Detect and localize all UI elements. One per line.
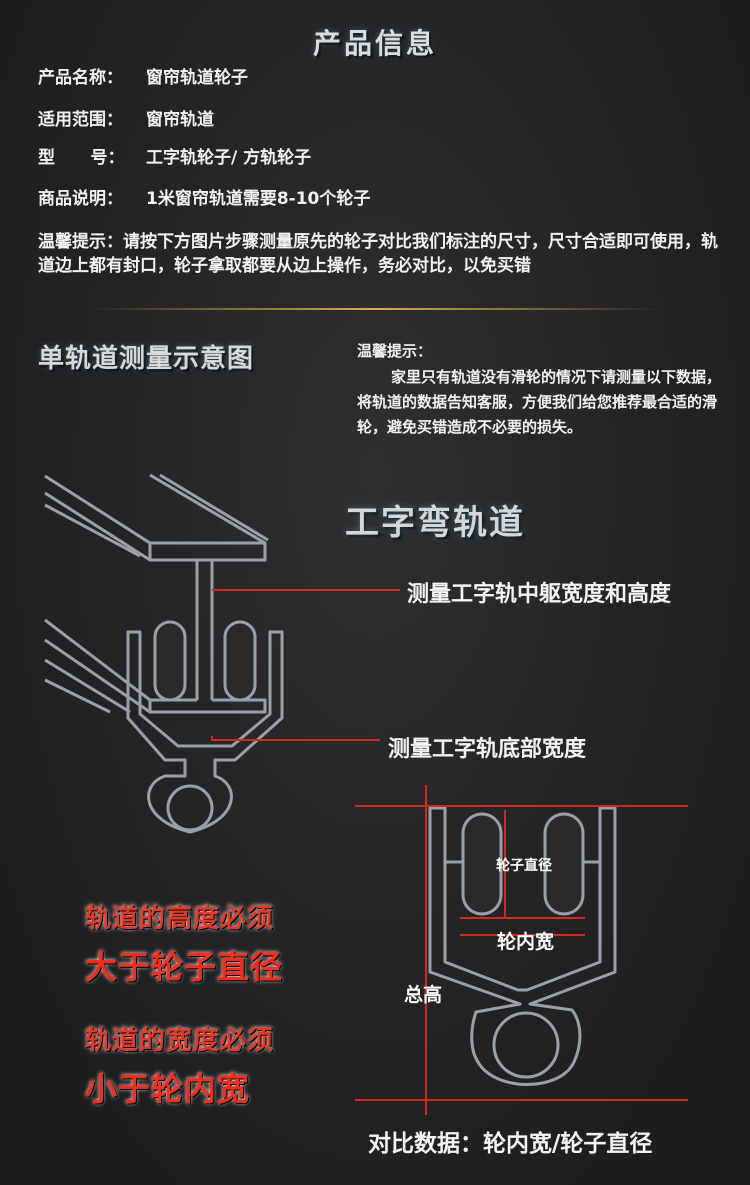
info-tip-label: 温馨提示：: [38, 232, 123, 252]
info-name-row: 产品名称： 窗帘轨道轮子: [38, 66, 248, 90]
info-model-value: 工字轨轮子/ 方轨轮子: [146, 148, 312, 168]
info-tip-row: 温馨提示：请按下方图片步骤测量原先的轮子对比我们标注的尺寸，尺寸合适即可使用，轨…: [38, 230, 728, 278]
compare-data-caption: 对比数据：轮内宽/轮子直径: [368, 1131, 653, 1157]
annotation-inner-width: 轮内宽: [497, 931, 555, 953]
info-desc-row: 商品说明： 1米窗帘轨道需要8-10个轮子: [38, 187, 370, 211]
info-scope-label: 适用范围：: [38, 110, 123, 130]
section-title: 单轨道测量示意图: [38, 344, 255, 374]
leader-line-bottom: [211, 736, 380, 741]
info-model-row: 型 号： 工字轨轮子/ 方轨轮子: [38, 146, 311, 170]
annotation-total-height: 总高: [404, 984, 443, 1006]
tip2-body: 家里只有轨道没有滑轮的情况下请测量以下数据，将轨道的数据告知客服，方便我们给您推…: [357, 368, 722, 436]
page-title: 产品信息: [312, 27, 437, 60]
annotation-wheel-diameter: 轮子直径: [496, 858, 552, 874]
info-scope-value: 窗帘轨道: [146, 110, 214, 130]
info-tip-value: 请按下方图片步骤测量原先的轮子对比我们标注的尺寸，尺寸合适即可使用，轨道边上都有…: [38, 232, 718, 276]
warning-width-line1: 轨道的宽度必须: [85, 1026, 275, 1056]
warning-width-line2: 小于轮内宽: [85, 1070, 251, 1108]
info-name-value: 窗帘轨道轮子: [146, 68, 248, 88]
rail-title: 工字弯轨道: [345, 503, 525, 543]
info-model-label: 型 号：: [38, 148, 125, 168]
gold-divider: [90, 308, 660, 310]
info-desc-value: 1米窗帘轨道需要8-10个轮子: [146, 189, 371, 209]
info-name-label: 产品名称：: [38, 68, 123, 88]
annotation-measure-bottom: 测量工字轨底部宽度: [388, 737, 587, 762]
info-desc-label: 商品说明：: [38, 189, 123, 209]
annotation-measure-web: 测量工字轨中躯宽度和高度: [407, 582, 672, 607]
wheel-front-illustration: [428, 806, 617, 1086]
warning-height-line2: 大于轮子直径: [85, 948, 284, 986]
warning-height-line1: 轨道的高度必须: [85, 904, 275, 934]
tip2-head: 温馨提示：: [357, 342, 433, 360]
info-scope-row: 适用范围： 窗帘轨道: [38, 108, 214, 132]
i-rail-illustration: [44, 473, 284, 834]
